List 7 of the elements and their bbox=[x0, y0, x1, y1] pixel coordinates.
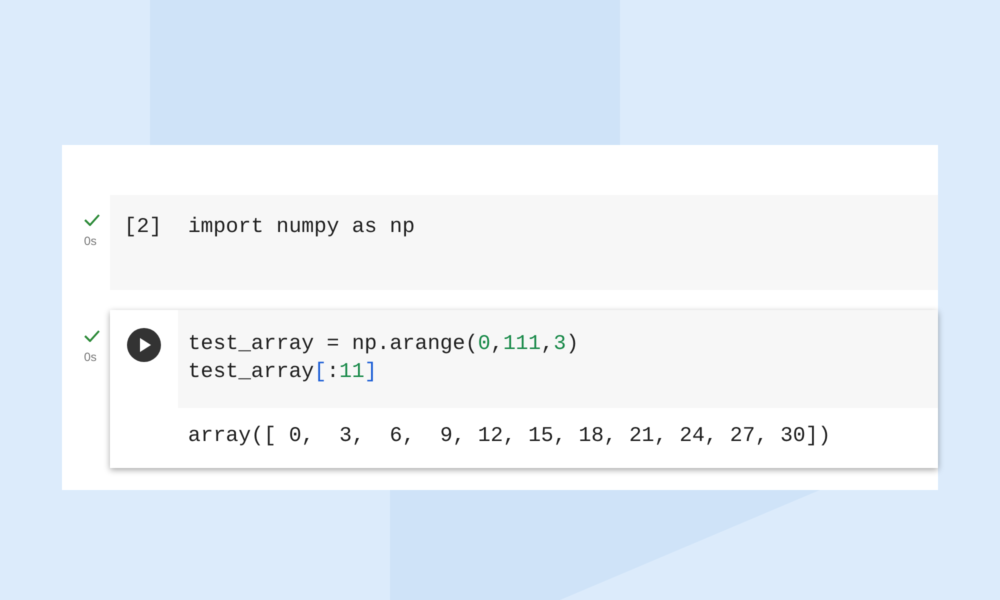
run-time-text: 0s bbox=[84, 234, 97, 248]
code-line: test_array = np.arange(0,111,3) bbox=[188, 332, 579, 358]
output-text: array([ 0, 3, 6, 9, 12, 15, 18, 21, 24, 27, 30]) bbox=[188, 424, 831, 450]
code-line: import numpy as np bbox=[188, 215, 415, 241]
execution-count: [2] bbox=[124, 215, 162, 241]
run-time-text: 0s bbox=[84, 350, 97, 364]
code-line: test_array[:11] bbox=[188, 360, 378, 386]
